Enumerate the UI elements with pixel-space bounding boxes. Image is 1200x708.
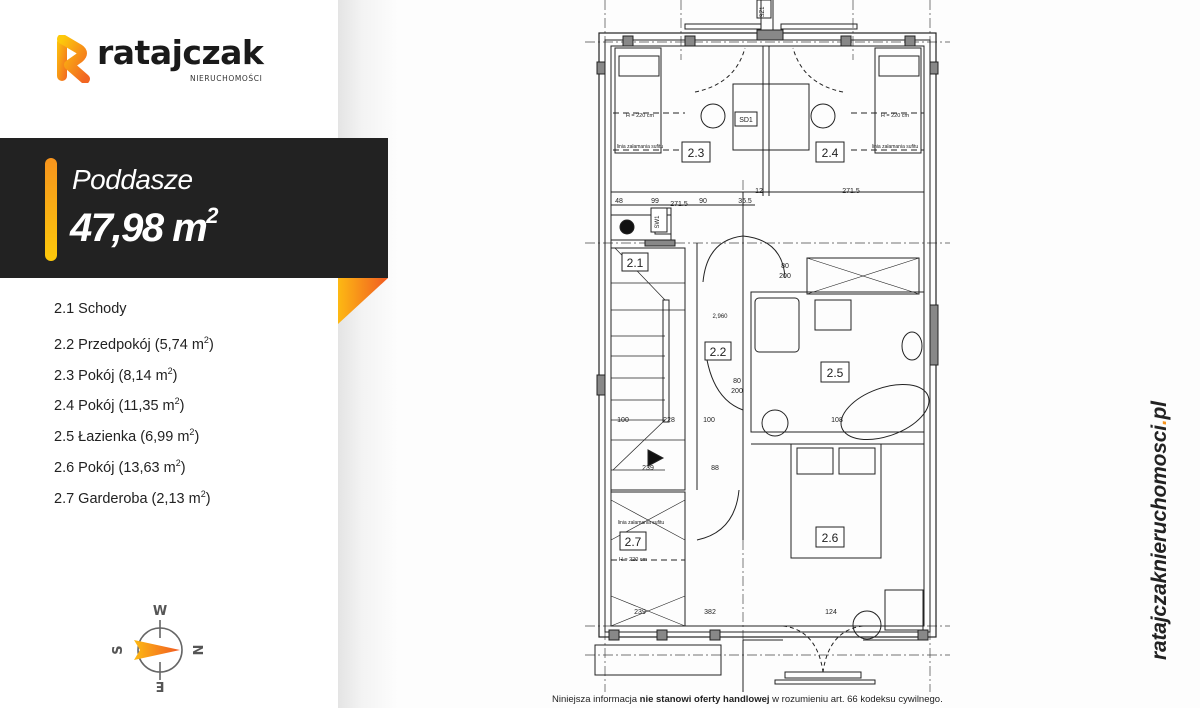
svg-text:12: 12: [755, 188, 763, 195]
svg-text:SW1: SW1: [655, 215, 661, 229]
svg-text:99: 99: [651, 198, 659, 205]
plan-area: [398, 0, 1200, 708]
svg-text:80: 80: [781, 263, 789, 270]
logo-wordmark: ratajczak: [97, 33, 264, 72]
compass-icon: W N S E: [111, 604, 204, 693]
floor-total-area: 47,98 m2: [70, 202, 218, 251]
svg-text:2.1: 2.1: [627, 256, 644, 270]
brand-logo[interactable]: ratajczak NIERUCHOMOŚCI: [55, 33, 285, 85]
legal-disclaimer: Niniejsza informacja nie stanowi oferty …: [552, 694, 943, 705]
svg-text:linia załamania sufitu: linia załamania sufitu: [618, 520, 665, 526]
svg-text:S: S: [111, 645, 126, 654]
svg-text:124: 124: [825, 609, 837, 616]
svg-text:2.2: 2.2: [710, 345, 727, 359]
svg-text:SZ1: SZ1: [760, 6, 766, 18]
svg-text:E: E: [156, 678, 165, 693]
area-unit-sup: 2: [206, 202, 218, 228]
svg-text:239: 239: [634, 609, 646, 616]
svg-text:200: 200: [731, 388, 743, 395]
svg-text:2,960: 2,960: [712, 314, 728, 320]
accent-bar: [45, 158, 57, 261]
floor-title-card: Poddasze 47,98 m2: [0, 138, 388, 278]
svg-text:2.6: 2.6: [822, 531, 839, 545]
svg-text:239: 239: [642, 465, 654, 472]
svg-text:SD1: SD1: [739, 117, 753, 124]
room-list: 2.1 Schody 2.2 Przedpokój (5,74 m2) 2.3 …: [54, 298, 214, 514]
svg-text:100: 100: [703, 417, 715, 424]
room-item: 2.3 Pokój (8,14 m2): [54, 365, 178, 384]
svg-text:228: 228: [663, 417, 675, 424]
svg-text:2.5: 2.5: [827, 366, 844, 380]
svg-text:200: 200: [779, 273, 791, 280]
svg-text:90: 90: [699, 198, 707, 205]
svg-text:N: N: [189, 645, 204, 656]
logo-subtitle: NIERUCHOMOŚCI: [190, 74, 263, 83]
floor-plan-drawing: 2.1 2.2 2.3 2.4 2.5 2.6 2.7 SD1 SW1 SZ1 …: [585, 0, 950, 692]
svg-text:36.5: 36.5: [738, 198, 752, 205]
room-item: 2.7 Garderoba (2,13 m2): [54, 488, 211, 507]
svg-text:80: 80: [733, 378, 741, 385]
svg-text:382: 382: [704, 609, 716, 616]
room-item: 2.6 Pokój (13,63 m2): [54, 457, 186, 476]
area-value: 47,98 m: [70, 206, 208, 250]
svg-text:100: 100: [617, 417, 629, 424]
floor-name: Poddasze: [72, 164, 193, 195]
website-link[interactable]: ratajczaknieruchomosci.pl: [1148, 401, 1171, 660]
svg-text:H = 220 cm: H = 220 cm: [619, 557, 648, 563]
svg-text:2.3: 2.3: [688, 146, 705, 160]
panel-shadow: [338, 0, 398, 708]
svg-text:108: 108: [831, 417, 843, 424]
svg-text:2.4: 2.4: [822, 146, 839, 160]
ribbon-fold: [338, 278, 388, 324]
svg-text:H = 220 cm: H = 220 cm: [881, 113, 910, 119]
room-item: 2.5 Łazienka (6,99 m2): [54, 427, 200, 446]
svg-text:H = 220 cm: H = 220 cm: [626, 113, 655, 119]
room-item: 2.1 Schody: [54, 301, 127, 317]
svg-text:271.5: 271.5: [670, 201, 688, 208]
svg-text:48: 48: [615, 198, 623, 205]
room-item: 2.2 Przedpokój (5,74 m2): [54, 334, 214, 353]
svg-text:linia załamania sufitu: linia załamania sufitu: [872, 144, 919, 150]
svg-text:W: W: [153, 604, 167, 619]
svg-text:linia załamania sufitu: linia załamania sufitu: [617, 144, 664, 150]
room-item: 2.4 Pokój (11,35 m2): [54, 396, 185, 415]
info-panel: [0, 0, 340, 708]
svg-text:271.5: 271.5: [842, 188, 860, 195]
svg-text:88: 88: [711, 465, 719, 472]
svg-text:2.7: 2.7: [625, 535, 642, 549]
logo-mark-icon: [57, 35, 90, 83]
